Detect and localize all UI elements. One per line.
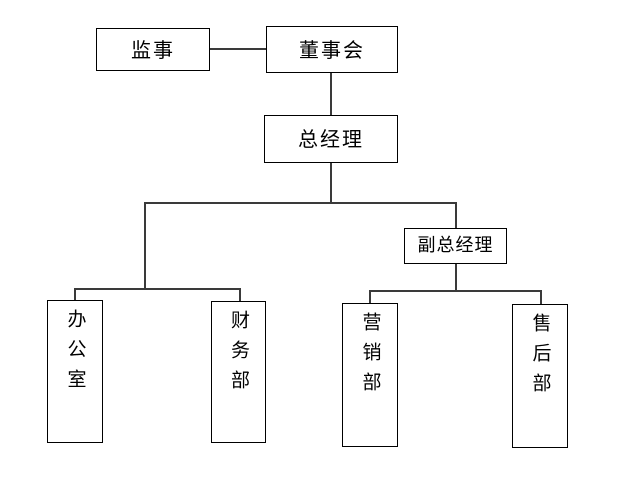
node-general-manager-label: 总经理 — [298, 127, 364, 151]
node-finance-department-label: 财务部 — [228, 310, 250, 400]
node-board-of-directors-label: 董事会 — [299, 37, 365, 62]
connector-upper-bus-right-drop — [455, 202, 457, 229]
connector-after-sales-drop — [540, 290, 542, 305]
connector-general-manager-stem — [330, 162, 332, 203]
connector-board-to-general-manager — [330, 72, 332, 116]
node-after-sales-department[interactable]: 售后部 — [512, 304, 568, 448]
node-supervisor-label: 监事 — [131, 37, 175, 62]
connector-supervisor-to-board — [210, 48, 267, 50]
node-marketing-department-label: 营销部 — [359, 312, 382, 402]
connector-upper-bus — [144, 202, 457, 204]
connector-finance-drop — [239, 288, 241, 302]
connector-deputy-stem — [455, 263, 457, 291]
connector-upper-bus-left-drop — [144, 202, 146, 289]
node-supervisor[interactable]: 监事 — [96, 28, 210, 71]
connector-marketing-drop — [369, 290, 371, 304]
node-deputy-general-manager[interactable]: 副总经理 — [404, 228, 507, 264]
node-board-of-directors[interactable]: 董事会 — [266, 26, 398, 73]
node-deputy-general-manager-label: 副总经理 — [417, 235, 494, 256]
node-marketing-department[interactable]: 营销部 — [342, 303, 398, 447]
node-office-label: 办公室 — [64, 309, 87, 399]
node-office[interactable]: 办公室 — [47, 300, 103, 443]
connector-lower-left-bus — [74, 288, 241, 290]
connector-lower-right-bus — [369, 290, 542, 292]
node-finance-department[interactable]: 财务部 — [211, 301, 266, 443]
node-general-manager[interactable]: 总经理 — [264, 115, 398, 163]
node-after-sales-department-label: 售后部 — [529, 313, 552, 403]
connector-office-drop — [74, 288, 76, 301]
